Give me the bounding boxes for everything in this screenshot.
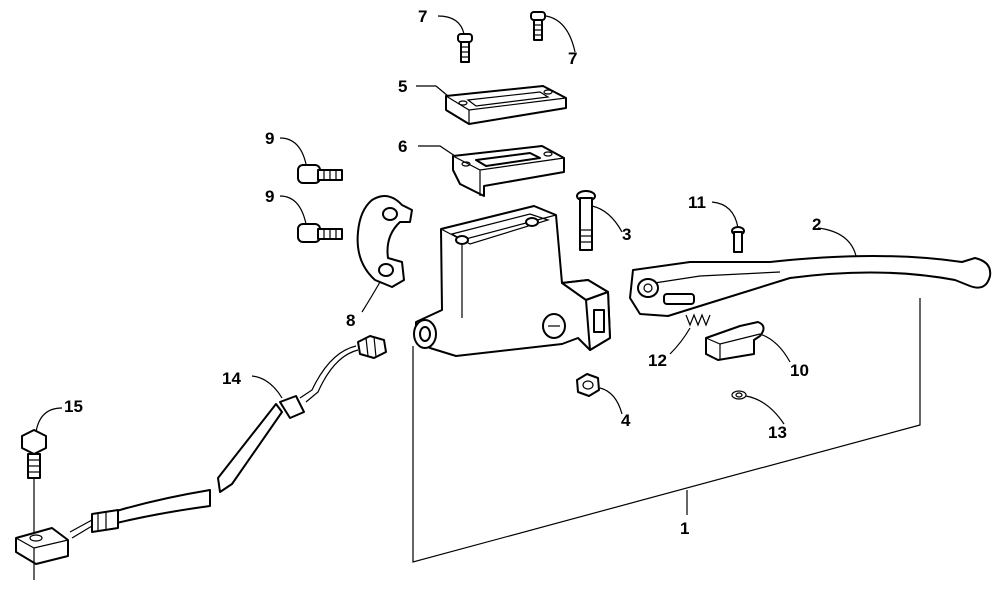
cover-screw-right	[530, 11, 546, 41]
brake-hose	[69, 335, 387, 539]
reservoir-cover	[445, 85, 567, 125]
callout-7-left: 7	[418, 7, 427, 26]
callout-10: 10	[790, 361, 809, 380]
callout-12: 12	[648, 351, 667, 370]
master-cylinder-body	[413, 205, 611, 357]
callout-11: 11	[688, 193, 706, 212]
callout-2: 2	[812, 215, 821, 234]
callout-3: 3	[622, 225, 631, 244]
cover-screw-left	[457, 33, 473, 63]
retaining-clip	[731, 390, 747, 400]
callout-15: 15	[64, 397, 83, 416]
adjuster-block	[705, 321, 765, 361]
pivot-bolt	[576, 190, 596, 251]
callout-6: 6	[398, 137, 407, 156]
callout-labels: 7 7 5 6 9 9 8 3 4 11 2 12 10 13 14 15 1	[64, 7, 821, 538]
callout-13: 13	[768, 423, 787, 442]
banjo-fitting	[15, 478, 69, 580]
callout-8: 8	[346, 311, 355, 330]
callout-1: 1	[680, 519, 689, 538]
lever-pivot-pin	[731, 226, 745, 253]
return-spring	[685, 313, 711, 327]
callout-7-right: 7	[568, 49, 577, 68]
hex-nut	[576, 373, 600, 397]
callout-9-upper: 9	[265, 129, 274, 148]
reservoir-diaphragm	[452, 145, 565, 197]
banjo-bolt	[21, 429, 47, 479]
leader-lines	[35, 15, 857, 433]
handlebar-clamp	[356, 195, 413, 288]
assembly-bracket	[412, 298, 921, 563]
clamp-screw-upper	[297, 164, 343, 184]
callout-14: 14	[222, 369, 241, 388]
callout-4: 4	[621, 411, 631, 430]
clamp-screw-lower	[297, 223, 343, 243]
callout-5: 5	[398, 77, 407, 96]
brake-lever	[629, 255, 992, 317]
callout-9-lower: 9	[265, 187, 274, 206]
